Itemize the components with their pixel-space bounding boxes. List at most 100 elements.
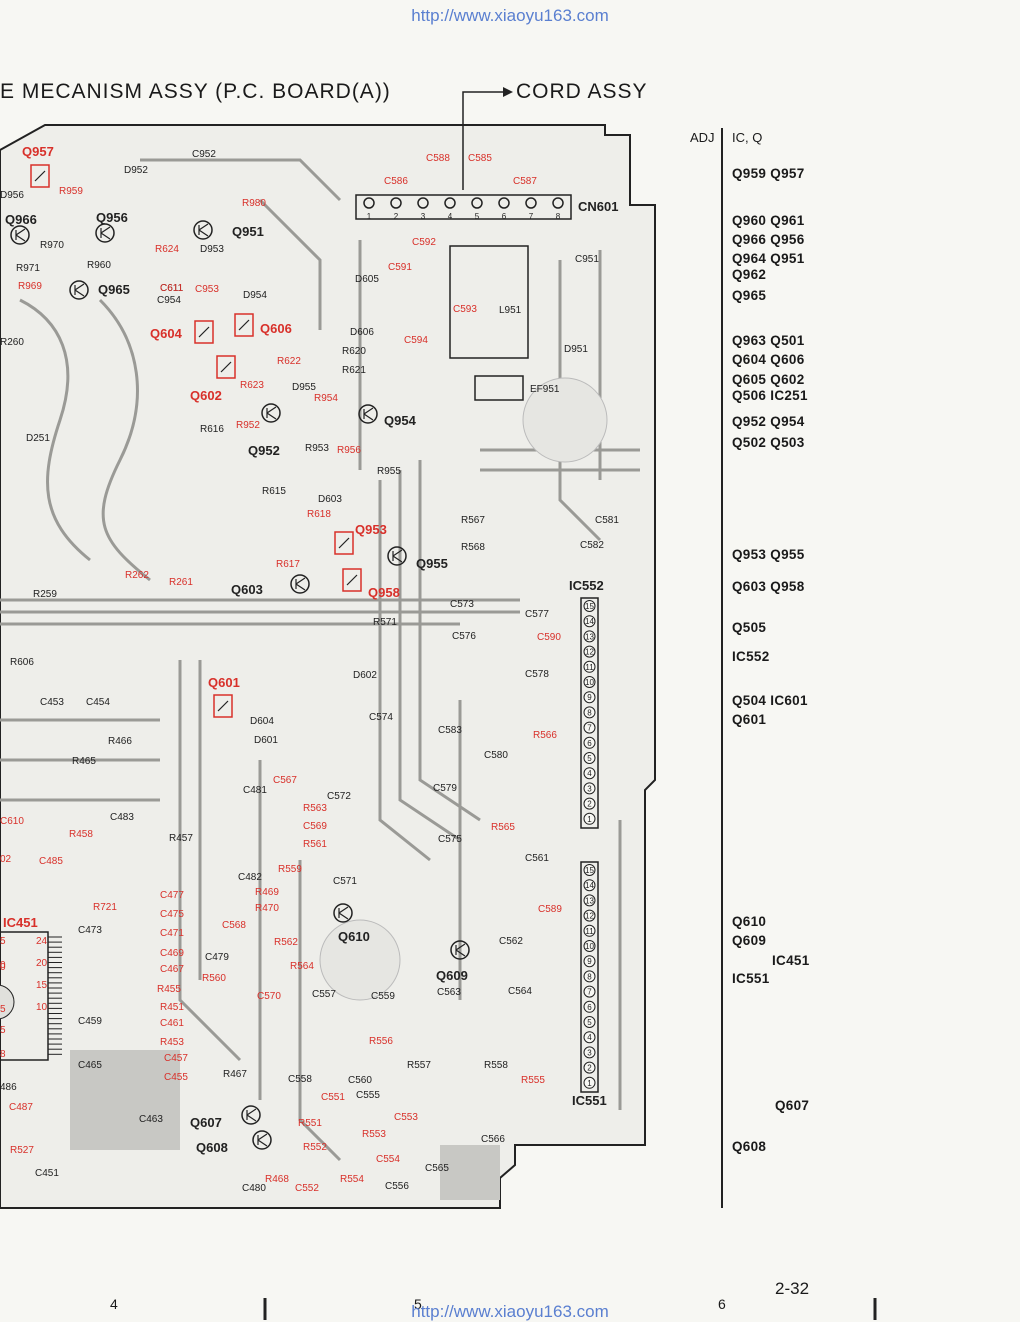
ic-pin-number: 7: [587, 988, 592, 997]
component-label: C569: [303, 821, 327, 832]
ic-pin: [583, 985, 596, 998]
component-label: R566: [533, 730, 557, 741]
component-label: C558: [288, 1074, 312, 1085]
component-label: D603: [318, 494, 342, 505]
coil-l951-frame: [449, 245, 529, 359]
component-label: C459: [78, 1016, 102, 1027]
transistor-leads: [295, 577, 306, 591]
ground-plane: [440, 1145, 500, 1200]
ic-pin-number: 10: [585, 678, 594, 687]
component-label: C592: [412, 237, 436, 248]
ic-pin-number: 1: [587, 815, 592, 824]
transistor-label: Q608: [196, 1140, 228, 1155]
component-label: R954: [314, 393, 338, 404]
cord-assy-label: CORD ASSY: [516, 80, 648, 103]
transistor-symbol: [10, 225, 30, 245]
ic451-pin-label: 10: [36, 1002, 48, 1013]
ic-pin-number: 15: [585, 866, 594, 875]
component-label: C575: [438, 834, 462, 845]
transistor-leads: [392, 549, 403, 563]
transistor-symbol: [450, 940, 470, 960]
component-label: R960: [87, 260, 111, 271]
connector-pin: [498, 197, 510, 209]
component-label: D251: [26, 433, 50, 444]
component-label: C570: [257, 991, 281, 1002]
component-label: C555: [356, 1090, 380, 1101]
connector-pin-number: 4: [448, 212, 453, 221]
transistor-label: Q609: [436, 968, 468, 983]
component-label: C485: [39, 856, 63, 867]
transistor-label: Q952: [248, 443, 280, 458]
component-label: R561: [303, 839, 327, 850]
column-number-5: 5: [414, 1296, 422, 1312]
transistor-chip-mark: [217, 700, 229, 712]
component-label: C952: [192, 149, 216, 160]
component-label: R567: [461, 515, 485, 526]
component-label: C586: [384, 176, 408, 187]
ef951-package: [474, 375, 524, 401]
component-label: C572: [327, 791, 351, 802]
transistor-leads: [246, 1108, 257, 1122]
component-label: R559: [278, 864, 302, 875]
component-label: R606: [10, 657, 34, 668]
transistor-symbol: [333, 903, 353, 923]
component-label: 02: [0, 854, 12, 865]
component-label: C554: [376, 1154, 400, 1165]
legend-row: Q964 Q951: [732, 251, 805, 266]
ic-pin-number: 10: [585, 942, 594, 951]
legend-row: Q603 Q958: [732, 579, 805, 594]
connector-pin-number: 5: [475, 212, 480, 221]
legend-row: Q502 Q503: [732, 435, 805, 450]
component-label: R562: [274, 937, 298, 948]
connector-pin-number: 7: [529, 212, 534, 221]
component-label: R970: [40, 240, 64, 251]
page-number: 2-32: [775, 1279, 810, 1298]
transistor-chip: [213, 694, 233, 718]
ic451-pin-label: 24: [36, 936, 48, 947]
component-label: R557: [407, 1060, 431, 1071]
component-label: EF951: [530, 384, 560, 395]
component-label: C577: [525, 609, 549, 620]
transistor-label: Q953: [355, 522, 387, 537]
component-label: R451: [160, 1002, 184, 1013]
connector-pin-number: 3: [421, 212, 426, 221]
component-label: R969: [18, 281, 42, 292]
component-label: D956: [0, 190, 24, 201]
connector-pin-number: 2: [394, 212, 399, 221]
ic-pin: [583, 864, 596, 876]
component-label: R621: [342, 365, 366, 376]
component-label: C469: [160, 948, 184, 959]
ic-pin-number: 12: [585, 648, 594, 657]
ic-pin: [583, 615, 596, 628]
component-label: C461: [160, 1018, 184, 1029]
component-label: R551: [298, 1118, 322, 1129]
component-label: C574: [369, 712, 393, 723]
ic-pin: [583, 767, 596, 780]
ic451-pin-label: 20: [36, 958, 48, 969]
component-label: C483: [110, 812, 134, 823]
ic-pin: [583, 600, 596, 612]
transistor-label: Q607: [190, 1115, 222, 1130]
component-label: C588: [426, 153, 450, 164]
component-label: C481: [243, 785, 267, 796]
ic-pin: [583, 909, 596, 922]
component-label: R563: [303, 803, 327, 814]
component-label: C567: [273, 775, 297, 786]
component-label: R527: [10, 1145, 34, 1156]
ic-pin: [583, 1031, 596, 1044]
mounting-hole: [522, 377, 608, 463]
transistor-label: Q957: [22, 144, 54, 159]
ic-pin: [583, 721, 596, 734]
component-label: R261: [169, 577, 193, 588]
legend-row: Q952 Q954: [732, 414, 805, 429]
component-label: C556: [385, 1181, 409, 1192]
component-label: C580: [484, 750, 508, 761]
component-label: R467: [223, 1069, 247, 1080]
component-label: C482: [238, 872, 262, 883]
ic-pin-number: 9: [587, 693, 592, 702]
board-title: E MECANISM ASSY (P.C. BOARD(A)): [0, 80, 391, 103]
ic-pin: [583, 1076, 596, 1089]
component-label: C480: [242, 1183, 266, 1194]
